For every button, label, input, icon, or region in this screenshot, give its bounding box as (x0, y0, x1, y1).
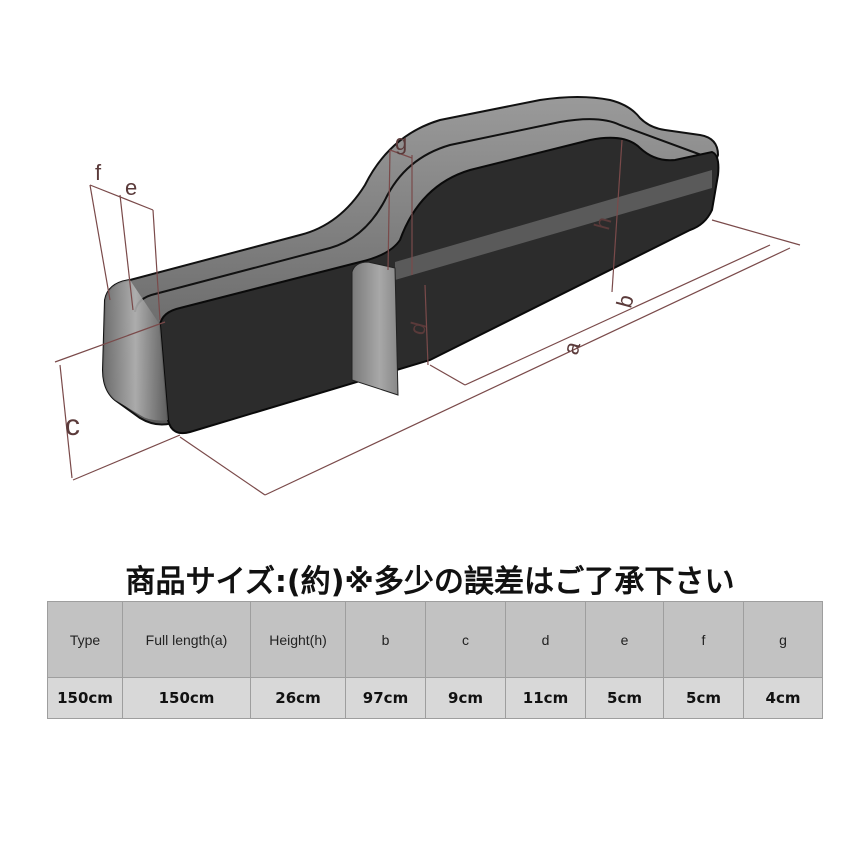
case-flap (351, 261, 399, 396)
case-illustration: f e c g h d b a (54, 96, 801, 496)
cell-height: 26cm (250, 677, 346, 719)
header-e: e (585, 601, 664, 678)
header-d: d (505, 601, 586, 678)
cell-full-length: 150cm (122, 677, 251, 719)
table-header-row: Type Full length(a) Height(h) b c d e f … (47, 601, 823, 678)
dim-label-b: b (611, 292, 638, 310)
dim-label-g: g (395, 130, 407, 155)
dim-label-f: f (95, 160, 102, 185)
cell-b: 97cm (345, 677, 426, 719)
header-b: b (345, 601, 426, 678)
cell-e: 5cm (585, 677, 664, 719)
dim-label-a: a (558, 338, 586, 357)
product-dimension-diagram: f e c g h d b a (54, 96, 801, 496)
cell-g: 4cm (743, 677, 823, 719)
size-spec-table: Type Full length(a) Height(h) b c d e f … (47, 601, 823, 719)
header-type: Type (47, 601, 123, 678)
header-f: f (663, 601, 744, 678)
table-row: 150cm 150cm 26cm 97cm 9cm 11cm 5cm 5cm 4… (47, 677, 823, 719)
dim-label-c: c (65, 409, 80, 442)
header-g: g (743, 601, 823, 678)
cell-c: 9cm (425, 677, 506, 719)
cell-type: 150cm (47, 677, 123, 719)
cell-f: 5cm (663, 677, 744, 719)
header-height: Height(h) (250, 601, 346, 678)
cell-d: 11cm (505, 677, 586, 719)
dimension-lines (54, 139, 801, 496)
header-full-length: Full length(a) (122, 601, 251, 678)
dim-label-e: e (125, 175, 137, 200)
product-size-title: 商品サイズ:(約)※多少の誤差はご了承下さい (125, 564, 735, 600)
header-c: c (425, 601, 506, 678)
